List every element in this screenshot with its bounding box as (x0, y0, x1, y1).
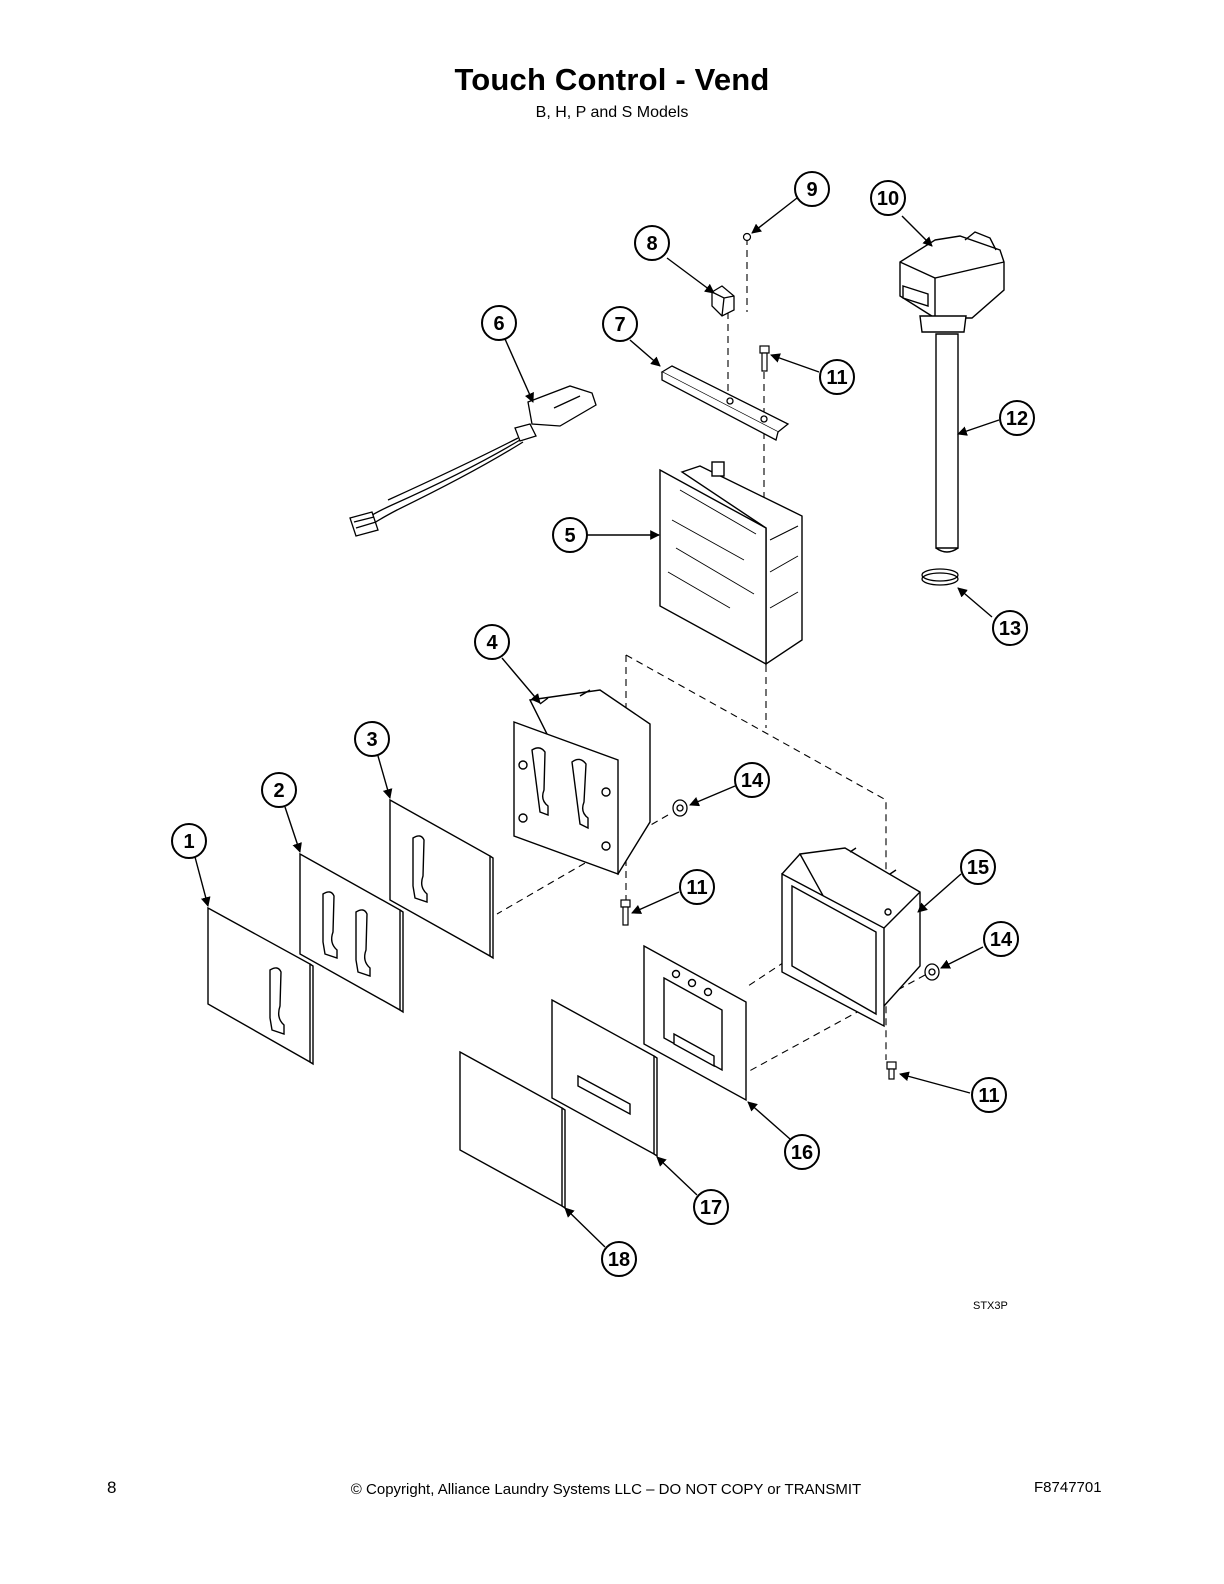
callout-11: 11 (971, 1077, 1007, 1113)
callout-7: 7 (602, 306, 638, 342)
callout-number: 16 (791, 1142, 813, 1164)
callout-circle (601, 1241, 637, 1277)
plate-part-17 (551, 998, 658, 1158)
page-subtitle: B, H, P and S Models (535, 104, 689, 121)
callout-number: 9 (806, 179, 817, 201)
callout-10: 10 (870, 180, 906, 216)
callout-circle (971, 1077, 1007, 1113)
callout-circle (960, 849, 996, 885)
callout-number: 12 (1006, 408, 1028, 430)
callout-number: 8 (646, 233, 657, 255)
callout-11: 11 (819, 359, 855, 395)
bezel-part-16 (643, 944, 747, 1102)
callout-number: 4 (486, 632, 498, 654)
callout-circle (983, 921, 1019, 957)
sensor-part-10-tube-part-12 (899, 231, 1005, 553)
callout-number: 14 (741, 770, 764, 792)
callout-15: 15 (960, 849, 996, 885)
callout-number: 6 (493, 313, 504, 335)
callout-14: 14 (734, 762, 770, 798)
copyright-notice: © Copyright, Alliance Laundry Systems LL… (0, 1481, 1224, 1498)
callout-number: 10 (877, 188, 899, 210)
drawing-code: STX3P (973, 1300, 1008, 1312)
callout-5: 5 (552, 517, 588, 553)
callout-number: 18 (608, 1249, 630, 1271)
control-module-part-5 (659, 461, 803, 666)
callout-number: 14 (990, 929, 1013, 951)
callout-6: 6 (481, 305, 517, 341)
callout-13: 13 (992, 610, 1028, 646)
callout-number: 5 (564, 525, 575, 547)
callout-number: 15 (967, 857, 989, 879)
callout-1: 1 (171, 823, 207, 859)
callout-number: 11 (978, 1085, 999, 1107)
callout-14: 14 (983, 921, 1019, 957)
callout-circle (552, 517, 588, 553)
callout-18: 18 (601, 1241, 637, 1277)
callout-circle (870, 180, 906, 216)
callout-number: 17 (700, 1197, 722, 1219)
callout-16: 16 (784, 1134, 820, 1170)
callout-9: 9 (794, 171, 830, 207)
callout-circle (784, 1134, 820, 1170)
callout-2: 2 (261, 772, 297, 808)
callout-circle (261, 772, 297, 808)
document-number: F8747701 (1034, 1479, 1102, 1496)
callout-17: 17 (693, 1189, 729, 1225)
callout-circle (999, 400, 1035, 436)
callout-12: 12 (999, 400, 1035, 436)
callout-circle (602, 306, 638, 342)
callout-circle (481, 305, 517, 341)
frame-bracket-part-15 (781, 847, 921, 1028)
nuts-part-14 (672, 799, 940, 981)
callout-number: 13 (999, 618, 1021, 640)
callout-circle (634, 225, 670, 261)
leader-arrows (194, 197, 1000, 1248)
bracket-part-7 (660, 365, 790, 441)
callout-number: 11 (826, 367, 847, 389)
callout-number: 11 (686, 877, 707, 899)
clamp-part-13 (921, 568, 959, 586)
copyright-text: © Copyright, Alliance Laundry Systems LL… (350, 1481, 862, 1498)
callout-number: 1 (183, 831, 194, 853)
callout-4: 4 (474, 624, 510, 660)
callout-circle (734, 762, 770, 798)
callout-circle (679, 869, 715, 905)
overlay-panels-parts-1-3 (207, 798, 494, 1066)
callout-8: 8 (634, 225, 670, 261)
wire-harness-part-6 (349, 385, 597, 537)
plate-part-18 (459, 1050, 566, 1210)
callout-circle (819, 359, 855, 395)
screw-part-9 (742, 232, 752, 242)
callout-number: 2 (273, 780, 284, 802)
page-title: Touch Control - Vend (454, 62, 770, 97)
callout-circle (992, 610, 1028, 646)
callout-circle (693, 1189, 729, 1225)
callout-number: 7 (614, 314, 625, 336)
page-number: 8 (107, 1478, 117, 1497)
callout-11: 11 (679, 869, 715, 905)
screws-part-11 (620, 345, 897, 1080)
mounting-bracket-part-4 (513, 689, 651, 876)
callout-3: 3 (354, 721, 390, 757)
callout-circle (474, 624, 510, 660)
clip-part-8 (711, 285, 735, 317)
callout-number: 3 (366, 729, 377, 751)
callout-circle (794, 171, 830, 207)
callout-circle (354, 721, 390, 757)
callout-circle (171, 823, 207, 859)
